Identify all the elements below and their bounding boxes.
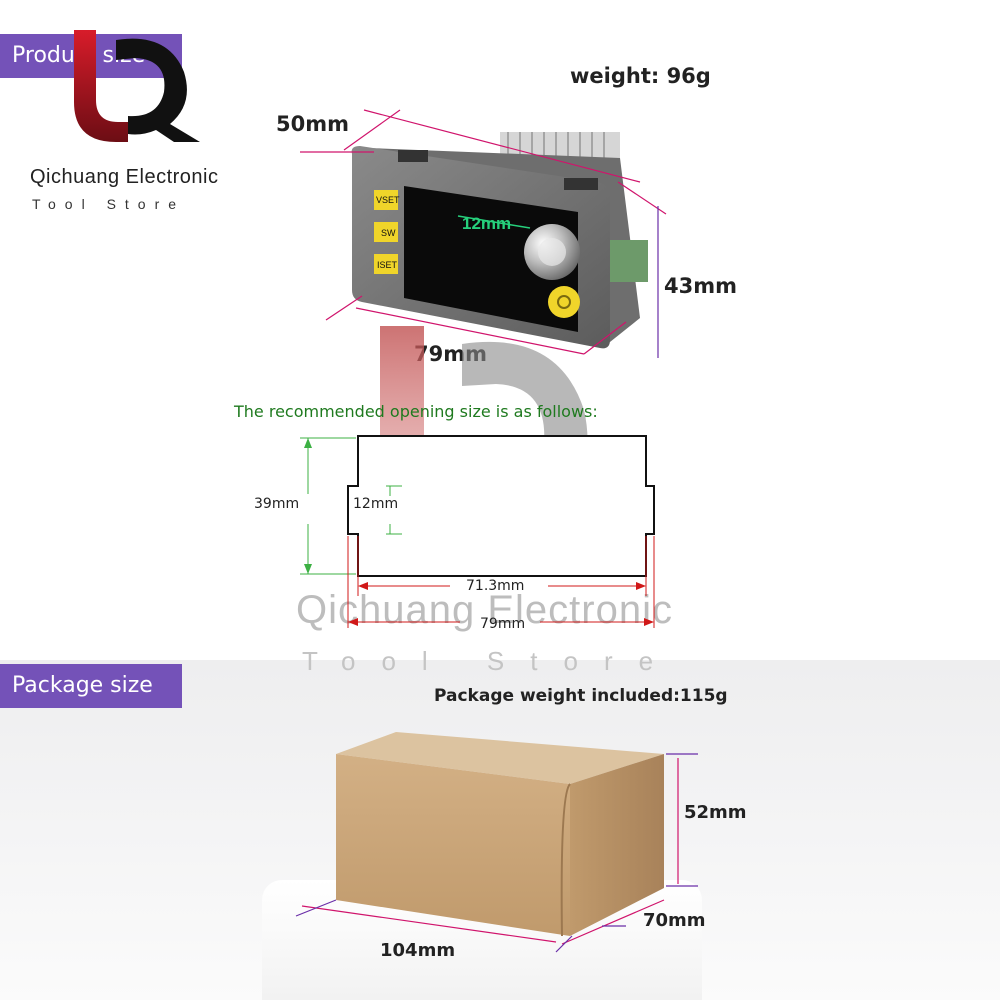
opening-height-label: 39mm [254, 496, 300, 512]
sw-button: SW [381, 228, 396, 238]
product-depth-label: 50mm [276, 112, 349, 136]
opening-outer-width-label: 79mm [480, 616, 526, 632]
brand-logo-icon [74, 30, 200, 142]
package-size-tag-label: Package size [12, 673, 153, 698]
opening-diagram [300, 435, 655, 628]
package-depth-label: 70mm [643, 910, 706, 931]
product-illustration [300, 109, 667, 358]
package-height-label: 52mm [684, 802, 747, 823]
opening-inner-width-label: 71.3mm [466, 578, 525, 594]
vset-button: VSET [376, 195, 400, 205]
brand-name: Qichuang Electronic [30, 166, 219, 188]
knob-dimension-label: 12mm [462, 214, 512, 233]
opening-tab-label: 12mm [353, 496, 399, 512]
package-box-illustration [295, 732, 698, 953]
package-width-label: 104mm [380, 940, 456, 961]
opening-title: The recommended opening size is as follo… [234, 402, 598, 421]
brand-subtitle: Tool Store [32, 196, 186, 212]
product-weight: weight: 96g [570, 64, 711, 88]
iset-button: ISET [377, 260, 398, 270]
watermark-subtitle: Tool Store [302, 646, 680, 676]
watermark-name: Qichuang Electronic [296, 588, 673, 632]
product-height-label: 43mm [664, 274, 737, 298]
package-size-tag: Package size [0, 664, 182, 708]
package-weight: Package weight included:115g [434, 686, 728, 706]
